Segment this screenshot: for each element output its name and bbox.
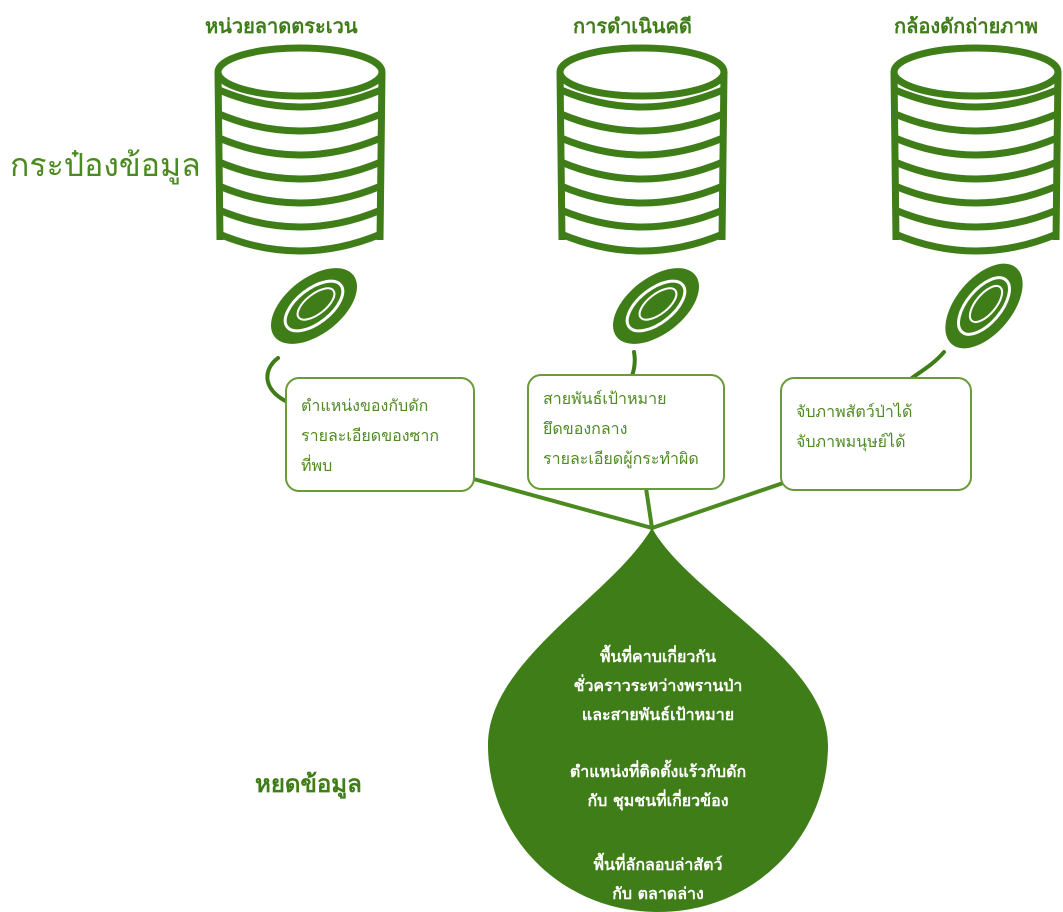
- drop-text-line: พื้นที่ลักลอบล่าสัตว์: [593, 855, 723, 874]
- info-box-line: รายละเอียดของซาก: [301, 426, 440, 445]
- info-box-line: ที่พบ: [301, 456, 333, 475]
- info-box-line: จับภาพมนุษย์ได้: [796, 432, 906, 451]
- data-drop-shape: [488, 528, 828, 912]
- can-title-patrol: หน่วยลาดตระเวน: [205, 14, 358, 38]
- can-title-camera-trap: กล้องดักถ่ายภาพ: [894, 14, 1038, 38]
- info-box-prosecution: สายพันธ์เป้าหมาย ยึดของกลาง รายละเอียดผู…: [527, 374, 725, 490]
- drop-text-line: กับ ชุมชนที่เกี่ยวข้อง: [587, 791, 729, 810]
- drop-text-line: และสายพันธ์เป้าหมาย: [581, 705, 735, 724]
- info-box-line: สายพันธ์เป้าหมาย: [543, 389, 667, 408]
- cable-1: [265, 356, 294, 406]
- drop-text-group-3: พื้นที่ลักลอบล่าสัตว์ กับ ตลาดล่าง: [486, 850, 830, 908]
- data-drop-label: หยดข้อมูล: [255, 770, 362, 798]
- info-box-patrol: ตำแหน่งของกับดัก รายละเอียดของซาก ที่พบ: [285, 377, 475, 492]
- info-box-line: รายละเอียดผู้กระทำผิด: [543, 449, 699, 468]
- drop-text-group-1: พื้นที่คาบเกี่ยวกัน ชั่วคราวระหว่างพรานป…: [486, 642, 830, 729]
- data-can-label: กระป๋องข้อมูล: [10, 146, 201, 184]
- data-can-1: [214, 44, 386, 344]
- drop-text-line: กับ ตลาดล่าง: [612, 884, 704, 903]
- drop-text-line: ตำแหน่งที่ติดตั้งแร้วกับดัก: [569, 762, 747, 781]
- cable-2: [630, 350, 637, 378]
- info-box-camera-trap: จับภาพสัตว์ป่าได้ จับภาพมนุษย์ได้: [780, 377, 972, 491]
- connector-line-3: [650, 480, 788, 530]
- cable-3: [910, 350, 946, 380]
- drop-text-group-2: ตำแหน่งที่ติดตั้งแร้วกับดัก กับ ชุมชนที่…: [486, 757, 830, 815]
- drop-text-line: พื้นที่คาบเกี่ยวกัน: [599, 647, 716, 666]
- can-title-prosecution: การดำเนินคดี: [573, 14, 692, 38]
- info-box-line: ยึดของกลาง: [543, 419, 628, 438]
- data-can-2: [556, 44, 728, 344]
- info-box-line: จับภาพสัตว์ป่าได้: [796, 402, 913, 421]
- info-box-line: ตำแหน่งของกับดัก: [301, 396, 429, 415]
- connector-lines: [468, 476, 788, 530]
- connector-line-2: [644, 486, 654, 530]
- data-can-3: [890, 44, 1062, 349]
- connector-line-1: [468, 476, 654, 530]
- drop-text-line: ชั่วคราวระหว่างพรานป่า: [573, 676, 743, 695]
